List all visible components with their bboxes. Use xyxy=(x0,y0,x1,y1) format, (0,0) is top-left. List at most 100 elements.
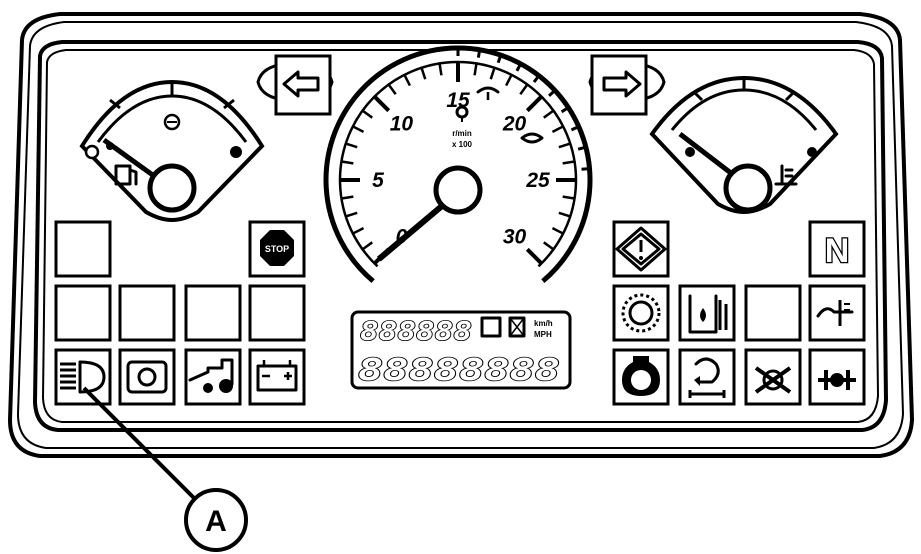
neutral-letter: N xyxy=(825,232,850,270)
tachometer-minor-tick xyxy=(489,67,496,80)
engine-oil-indicator xyxy=(612,348,670,406)
oil-temperature-indicator xyxy=(808,284,866,342)
tachometer-label-30: 30 xyxy=(503,226,527,249)
tachometer-minor-tick xyxy=(505,74,513,87)
tachometer-rim-mark xyxy=(476,49,482,58)
fuel-gauge xyxy=(79,79,265,223)
battery-charge-icon xyxy=(256,360,298,392)
tachometer-minor-tick xyxy=(345,211,358,218)
tachometer-minor-tick xyxy=(341,160,354,165)
pto-indicator xyxy=(678,348,736,406)
coolant-temperature-gauge xyxy=(649,75,839,215)
lcd-odometer-icon xyxy=(508,316,526,338)
turn-left-arrow-icon xyxy=(282,70,320,98)
pto-rpm-icon-2 xyxy=(520,132,544,144)
tachometer-rim-mark xyxy=(577,145,587,151)
tachometer-ticks xyxy=(340,48,590,265)
lcd-bottom-digits: 88888888 xyxy=(358,353,560,388)
tachometer-needle-hub xyxy=(433,165,483,215)
lcd-unit-kmh: km/h xyxy=(534,319,553,328)
left-indicator-cluster: STOP xyxy=(54,220,306,406)
transmission-indicator xyxy=(118,348,176,406)
tachometer-minor-tick xyxy=(352,227,365,235)
lcd-display: 888888 km/h MPH 88888888 xyxy=(350,310,572,390)
lcd-top-digits: 888888 xyxy=(360,317,472,347)
tachometer-minor-tick xyxy=(558,211,571,218)
tachometer-minor-tick xyxy=(345,142,358,149)
turn-right-arrow-icon xyxy=(602,70,642,98)
tachometer-minor-tick xyxy=(519,83,529,95)
lcd-unit-mph: MPH xyxy=(534,330,552,339)
tachometer-rim-mark xyxy=(548,89,556,97)
tachometer-rim-mark xyxy=(532,74,541,83)
tachometer-rim-mark xyxy=(496,54,503,64)
stop-indicator: STOP xyxy=(248,220,306,278)
warning-diamond-icon xyxy=(615,226,667,272)
park-brake-indicator xyxy=(744,348,802,406)
tachometer-minor-tick xyxy=(361,109,373,119)
callout-leader-line xyxy=(82,386,196,500)
fuel-half-mark xyxy=(163,113,181,131)
tachometer-minor-tick xyxy=(352,125,365,133)
tachometer-rim-mark xyxy=(515,63,523,72)
coolant-level-icon xyxy=(818,370,856,390)
indicator-blank-2 xyxy=(54,284,112,342)
indicator-blank-5 xyxy=(248,284,306,342)
air-filter-icon xyxy=(621,293,661,333)
tachometer-major-tick xyxy=(373,95,391,113)
coolant-level-indicator xyxy=(808,348,866,406)
coolant-needle-hub xyxy=(723,163,773,213)
coolant-temperature-icon xyxy=(774,164,798,186)
warning-indicator xyxy=(612,220,670,278)
coolant-gauge-scale xyxy=(692,80,796,102)
tachometer-minor-tick xyxy=(551,227,564,235)
engine-rpm-icon xyxy=(455,105,469,122)
neutral-indicator: N xyxy=(808,220,866,278)
tachometer-minor-tick xyxy=(361,241,373,251)
tachometer-minor-tick xyxy=(420,67,427,80)
air-filter-indicator xyxy=(612,284,670,342)
high-beam-indicator xyxy=(54,348,112,406)
stop-sign-icon: STOP xyxy=(260,230,294,266)
coolant-hot-mark xyxy=(807,147,817,157)
tachometer-minor-tick xyxy=(403,74,411,87)
tachometer-unit-rpm: r/min xyxy=(452,129,472,138)
tachometer-major-tick xyxy=(525,247,543,265)
tachometer-minor-tick xyxy=(543,241,555,251)
tachometer-major-tick xyxy=(525,95,543,113)
callout-a: A xyxy=(82,386,248,552)
turn-right-indicator xyxy=(588,54,666,116)
tachometer-minor-tick xyxy=(543,109,555,119)
turn-left-indicator xyxy=(256,54,334,116)
fuel-needle-hub xyxy=(147,163,197,213)
indicator-blank-6 xyxy=(744,284,802,342)
tachometer-label-5: 5 xyxy=(372,169,384,192)
tachometer-minor-tick xyxy=(551,125,564,133)
fuel-gauge-scale xyxy=(109,84,235,110)
lcd-pto-icon xyxy=(480,316,502,338)
hydraulic-oil-icon xyxy=(688,294,728,334)
oil-temperature-icon xyxy=(816,300,854,326)
tachometer-unit-multiplier: x 100 xyxy=(452,140,473,149)
tachometer-rim-mark xyxy=(560,106,570,114)
tachometer-rim-mark xyxy=(570,125,580,132)
tachometer: 051015202530 r/min x 100 xyxy=(323,45,593,284)
tachometer-minor-tick xyxy=(438,63,443,76)
tractor-trailer-icon xyxy=(188,358,234,393)
hydraulic-oil-indicator xyxy=(678,284,736,342)
indicator-blank-1 xyxy=(54,220,112,278)
tachometer-minor-tick xyxy=(473,63,478,76)
tachometer-minor-tick xyxy=(562,195,575,200)
indicator-blank-3 xyxy=(118,284,176,342)
tachometer-minor-tick xyxy=(562,160,575,165)
fuel-pump-icon xyxy=(114,164,138,186)
park-brake-icon xyxy=(754,366,792,394)
coolant-cold-mark xyxy=(685,147,695,157)
tachometer-needle xyxy=(376,203,445,262)
callout-circle xyxy=(184,488,248,552)
right-indicator-cluster: N xyxy=(612,220,866,406)
engine-oil-pressure-icon xyxy=(622,356,660,396)
stop-sign-label: STOP xyxy=(265,244,289,254)
indicator-blank-4 xyxy=(184,284,242,342)
